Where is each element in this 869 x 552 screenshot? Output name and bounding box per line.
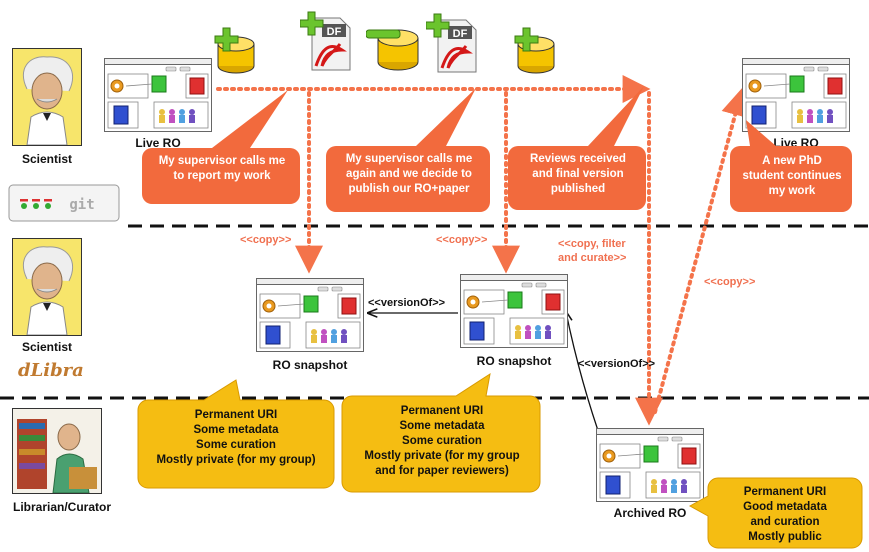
callout-line: and for paper reviewers) bbox=[375, 465, 509, 477]
pdf-add-icon: DF bbox=[300, 11, 351, 71]
callout-line: Permanent URI bbox=[194, 409, 278, 421]
callout-supervisor-report: My supervisor calls me to report my work bbox=[140, 154, 304, 184]
copy-filter-label-1: <<copy, filter bbox=[558, 238, 626, 250]
callout-new-phd: A new PhD student continues my work bbox=[732, 154, 852, 199]
ro-snapshot-left-label: RO snapshot bbox=[272, 358, 348, 372]
callout-line: again and we decide to bbox=[346, 168, 472, 180]
callout-orange-shape bbox=[730, 120, 852, 212]
ro-thumbnail-icon bbox=[596, 428, 704, 502]
callout-line: Good metadata bbox=[743, 501, 827, 513]
callout-reviews-received: Reviews received and final version publi… bbox=[510, 152, 646, 197]
git-logo-text: git bbox=[69, 197, 94, 213]
archived-ro-label: Archived RO bbox=[613, 506, 687, 520]
dlibra-logo: dLibra bbox=[18, 360, 88, 388]
database-add-icon bbox=[214, 27, 255, 74]
database-add-icon bbox=[514, 27, 555, 74]
ro-thumbnail-icon bbox=[104, 58, 212, 132]
scientist-portrait bbox=[12, 238, 82, 336]
svg-text:DF: DF bbox=[327, 26, 342, 38]
callout-line: Some curation bbox=[196, 439, 276, 451]
git-logo: git bbox=[8, 184, 120, 222]
dlibra-logo-text: dLibra bbox=[18, 360, 84, 381]
scientist-label: Scientist bbox=[21, 340, 72, 354]
copy-label: <<copy>> bbox=[436, 234, 488, 246]
callout-line: Some metadata bbox=[193, 424, 279, 436]
callout-line: Some curation bbox=[402, 435, 482, 447]
callout-line: A new PhD bbox=[762, 155, 822, 167]
version-of-label: <<versionOf>> bbox=[368, 297, 446, 309]
svg-text:DF: DF bbox=[453, 28, 468, 40]
callout-line: Mostly public bbox=[748, 531, 822, 543]
ro-snapshot-left[interactable] bbox=[256, 278, 364, 352]
callout-orange-shape bbox=[326, 88, 490, 212]
ro-snapshot-right[interactable] bbox=[460, 274, 568, 348]
callout-line: to report my work bbox=[173, 170, 271, 182]
pdf-add-icon: DF bbox=[426, 13, 477, 73]
scientist-label: Scientist bbox=[21, 152, 72, 166]
callout-yellow-shape bbox=[341, 372, 541, 493]
archived-ro[interactable] bbox=[596, 428, 704, 502]
callout-orange-shape bbox=[508, 86, 646, 210]
callout-line: Mostly private (for my group) bbox=[156, 454, 316, 466]
database-remove-icon bbox=[366, 29, 419, 71]
callout-line: Reviews received bbox=[530, 153, 626, 165]
callout-line: Permanent URI bbox=[743, 486, 827, 498]
ro-snapshot-right-label: RO snapshot bbox=[476, 354, 552, 368]
scientist-portrait bbox=[12, 48, 82, 146]
callout-yellow-shape bbox=[688, 477, 863, 549]
version-of-arrow-2 bbox=[566, 312, 604, 446]
callout-line: published bbox=[550, 183, 606, 195]
ro-thumbnail-icon bbox=[742, 58, 850, 132]
version-of-label: <<versionOf>> bbox=[578, 358, 656, 370]
copy-arrow-3 bbox=[653, 87, 749, 414]
ro-thumbnail-icon bbox=[256, 278, 364, 352]
librarian-label: Librarian/Curator bbox=[12, 500, 111, 514]
callout-line: Mostly private (for my group bbox=[364, 450, 520, 462]
copy-filter-label-2: and curate>> bbox=[558, 252, 627, 264]
callout-line: Some metadata bbox=[399, 420, 485, 432]
live-ro-left-label: Live RO bbox=[135, 136, 181, 150]
live-ro-left[interactable] bbox=[104, 58, 212, 132]
callout-supervisor-publish: My supervisor calls me again and we deci… bbox=[328, 152, 490, 197]
copy-label: <<copy>> bbox=[704, 276, 756, 288]
callout-line: and final version bbox=[532, 168, 624, 180]
callout-yellow-shape bbox=[137, 379, 335, 489]
callout-snapshot-left-info: Permanent URI Some metadata Some curatio… bbox=[138, 408, 334, 468]
callout-line: Permanent URI bbox=[400, 405, 484, 417]
callout-snapshot-right-info: Permanent URI Some metadata Some curatio… bbox=[342, 404, 542, 479]
callout-orange-shape bbox=[142, 90, 300, 204]
callout-line: my work bbox=[768, 185, 816, 197]
callout-archived-info: Permanent URI Good metadata and curation… bbox=[710, 485, 860, 545]
callout-line: student continues bbox=[742, 170, 842, 182]
live-ro-right[interactable] bbox=[742, 58, 850, 132]
callout-line: My supervisor calls me bbox=[345, 153, 473, 165]
librarian-portrait bbox=[12, 408, 102, 494]
ro-thumbnail-icon bbox=[460, 274, 568, 348]
copy-label: <<copy>> bbox=[240, 234, 292, 246]
callout-line: and curation bbox=[750, 516, 820, 528]
callout-line: publish our RO+paper bbox=[348, 183, 470, 195]
callout-line: My supervisor calls me bbox=[158, 155, 286, 167]
